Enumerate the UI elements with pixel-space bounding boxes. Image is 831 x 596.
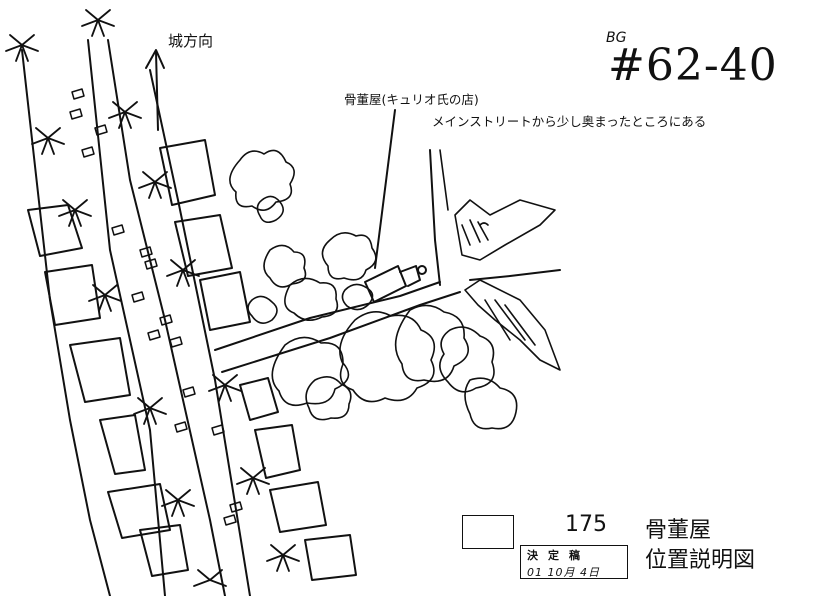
cut-title: 骨董屋 <box>645 518 712 543</box>
palm-tree <box>208 374 242 402</box>
stamp-word: 決定稿 <box>527 549 590 562</box>
palm-tree <box>108 101 142 129</box>
legend-box <box>462 515 514 549</box>
castle-direction-arrow <box>145 49 165 131</box>
palm-tree <box>161 489 195 517</box>
shop-name-label: 骨董屋(キュリオ氏の店) <box>344 92 479 107</box>
approval-stamp: 決定稿 01 10月 4日 <box>520 545 628 579</box>
castle-direction-label: 城方向 <box>168 32 214 50</box>
shop-building <box>364 109 427 303</box>
tree-clusters <box>229 149 518 430</box>
palm-tree <box>193 569 227 587</box>
palm-tree <box>133 397 167 425</box>
palm-tree <box>166 259 200 287</box>
cut-subtitle: 位置説明図 <box>645 548 756 573</box>
side-road <box>214 149 561 373</box>
palm-tree <box>266 544 300 572</box>
palm-tree <box>58 199 92 227</box>
left-buildings <box>27 204 189 577</box>
cliff-area <box>439 149 561 371</box>
stamp-date: 01 10月 4日 <box>527 566 600 579</box>
palm-trees <box>5 9 300 587</box>
palm-tree <box>31 127 65 155</box>
right-buildings <box>159 139 357 581</box>
bg-prefix: BG <box>606 30 627 46</box>
palm-tree <box>81 9 115 37</box>
shop-note-label: メインストリートから少し奥まったところにある <box>432 114 707 129</box>
street-clutter <box>69 88 243 526</box>
palm-tree <box>236 467 270 495</box>
palm-tree <box>138 171 172 199</box>
palm-tree <box>88 284 122 312</box>
cut-number: 175 <box>565 512 607 537</box>
main-street <box>21 39 251 596</box>
bg-number: #62-40 <box>608 40 778 91</box>
palm-tree <box>5 34 39 62</box>
